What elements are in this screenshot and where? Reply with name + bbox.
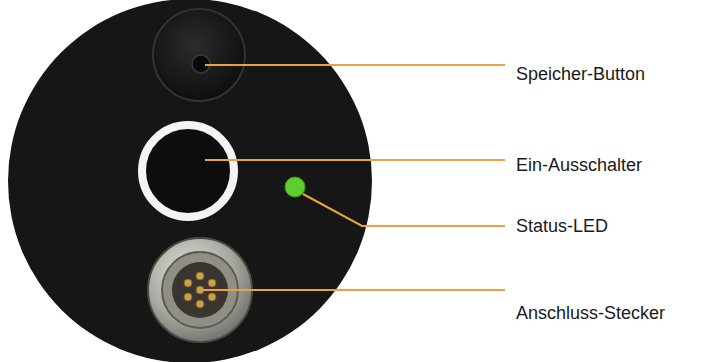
leader-lines [203,65,505,290]
status-led [285,177,305,197]
part-label: Speicher-Button [516,63,645,85]
power-switch [142,125,234,217]
part-label: Ein-Ausschalter [516,154,642,176]
part-label: Status-LED [516,215,608,237]
part-label: Anschluss-Stecker [516,302,665,324]
memory-button [153,9,245,101]
housing-face [8,0,372,362]
